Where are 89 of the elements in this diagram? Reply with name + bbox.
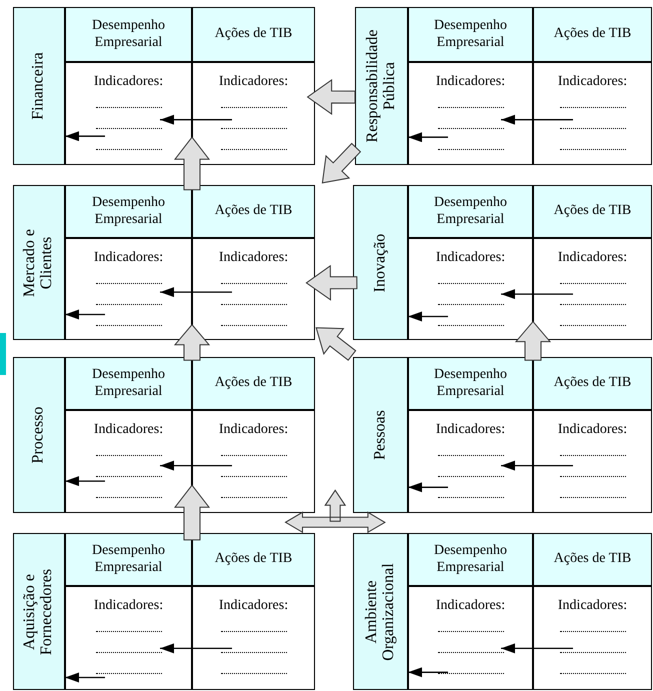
- indicator-label: Indicadores:: [218, 598, 288, 614]
- indicator-cell: [65, 238, 192, 340]
- block-arrow: [322, 142, 362, 184]
- arrow: [501, 643, 573, 654]
- perspective-cell: [13, 7, 65, 165]
- column-header: Desempenho Empresarial: [65, 185, 192, 238]
- perspective-cell: [355, 7, 408, 165]
- arrow: [501, 114, 573, 125]
- indicator-label: Indicadores:: [436, 250, 506, 266]
- column-header: Ações de TIB: [533, 533, 652, 586]
- perspective-cell: [353, 185, 408, 340]
- column-header: Ações de TIB: [533, 7, 652, 62]
- perspective-label: Mercado e Clientes: [22, 228, 56, 298]
- three-way-arrow: [284, 489, 386, 534]
- block-arrow: [174, 484, 210, 540]
- block-arrow: [316, 327, 356, 361]
- perspective-label: Responsabilidade Pública: [364, 28, 398, 144]
- arrow: [408, 482, 448, 492]
- arrow: [408, 312, 448, 322]
- indicator-label: Indicadores:: [436, 422, 506, 438]
- block-arrow: [514, 320, 552, 361]
- block-arrow: [174, 324, 210, 361]
- arrow: [501, 289, 573, 300]
- indicator-cell: [65, 62, 192, 165]
- indicator-cell: [192, 410, 315, 513]
- perspective-label: Processo: [30, 406, 48, 466]
- perspective-cell: [13, 357, 65, 513]
- column-header: Desempenho Empresarial: [408, 357, 533, 410]
- column-header: Ações de TIB: [192, 357, 315, 410]
- indicator-cell: [192, 238, 315, 340]
- column-header: Desempenho Empresarial: [65, 357, 192, 410]
- indicator-label: Indicadores:: [94, 598, 164, 614]
- arrow: [160, 460, 232, 471]
- perspective-cell: [353, 357, 408, 513]
- column-header: Desempenho Empresarial: [65, 533, 192, 586]
- indicator-label: Indicadores:: [558, 422, 628, 438]
- indicator-label: Indicadores:: [218, 422, 288, 438]
- perspective-label: Inovação: [372, 232, 389, 294]
- perspective-label: Pessoas: [372, 409, 389, 462]
- arrow: [160, 643, 232, 654]
- indicator-label: Indicadores:: [94, 74, 164, 90]
- arrow: [65, 131, 105, 142]
- perspective-label: Ambiente Organizacional: [364, 562, 398, 662]
- indicator-cell: [408, 410, 533, 513]
- column-header: Ações de TIB: [533, 357, 652, 410]
- indicator-cell: [65, 586, 192, 690]
- indicator-cell: [65, 410, 192, 513]
- indicator-cell: [533, 410, 652, 513]
- column-header: Ações de TIB: [192, 533, 315, 586]
- block-arrow: [174, 136, 210, 190]
- arrow: [408, 132, 448, 142]
- indicator-label: Indicadores:: [558, 250, 628, 266]
- indicator-cell: [408, 586, 533, 690]
- arrow: [65, 476, 105, 486]
- indicator-cell: [533, 238, 652, 340]
- indicator-cell: [408, 238, 533, 340]
- indicator-label: Indicadores:: [558, 74, 628, 90]
- block-arrow: [306, 79, 356, 115]
- indicator-cell: [408, 62, 533, 165]
- indicator-cell: [533, 62, 652, 165]
- column-header: Desempenho Empresarial: [408, 185, 533, 238]
- perspective-label: Financeira: [30, 51, 48, 122]
- arrow: [408, 667, 448, 678]
- column-header: Desempenho Empresarial: [408, 533, 533, 586]
- indicator-label: Indicadores:: [94, 422, 164, 438]
- indicator-label: Indicadores:: [218, 74, 288, 90]
- indicator-label: Indicadores:: [558, 598, 628, 614]
- indicator-cell: [192, 62, 315, 165]
- indicator-label: Indicadores:: [436, 598, 506, 614]
- column-header: Desempenho Empresarial: [65, 7, 192, 62]
- indicator-label: Indicadores:: [436, 74, 506, 90]
- column-header: Ações de TIB: [192, 7, 315, 62]
- perspective-cell: [13, 185, 65, 340]
- indicator-label: Indicadores:: [218, 250, 288, 266]
- arrow: [501, 460, 573, 471]
- indicator-label: Indicadores:: [94, 250, 164, 266]
- column-header: Ações de TIB: [533, 185, 652, 238]
- perspective-cell: [13, 533, 65, 690]
- arrow: [65, 310, 105, 320]
- block-arrow: [306, 264, 358, 301]
- column-header: Desempenho Empresarial: [408, 7, 533, 62]
- arrow: [160, 114, 232, 125]
- perspective-label: Aquisição e Fornecedores: [22, 567, 56, 657]
- indicator-cell: [533, 586, 652, 690]
- arrow: [160, 287, 232, 298]
- perspective-cell: [353, 533, 408, 690]
- arrow: [65, 672, 105, 682]
- column-header: Ações de TIB: [192, 185, 315, 238]
- indicator-cell: [192, 586, 315, 690]
